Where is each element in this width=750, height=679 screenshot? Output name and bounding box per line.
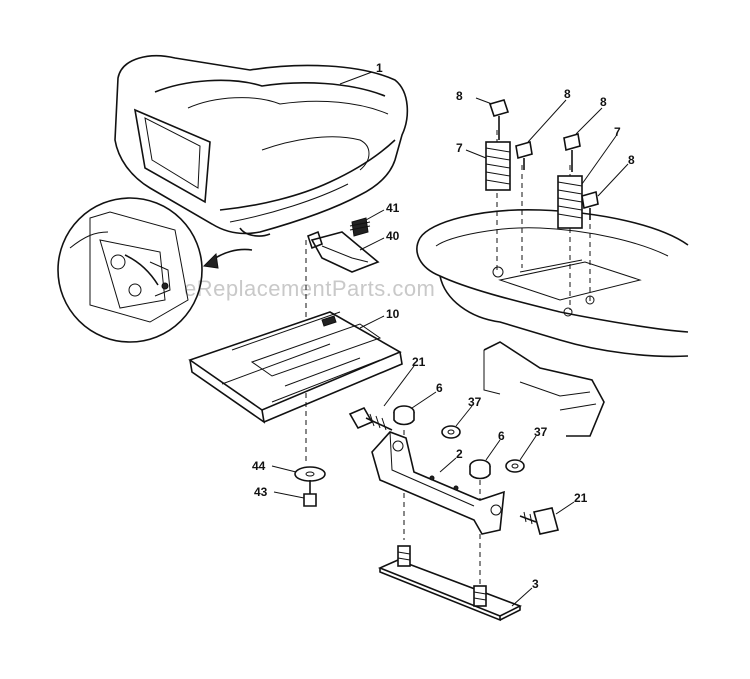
callout-8: 8 [628, 153, 635, 167]
nut-part-6-right[interactable] [469, 459, 491, 480]
bolt-part-8[interactable] [515, 140, 533, 170]
callout-8: 8 [600, 95, 607, 109]
callout-3: 3 [532, 577, 539, 591]
callout-10: 10 [386, 307, 400, 321]
bolt-part-8[interactable] [563, 132, 581, 172]
callout-21: 21 [412, 355, 426, 369]
stud-right [473, 585, 487, 607]
callout-40: 40 [386, 229, 400, 243]
callout-37: 37 [534, 425, 548, 439]
callout-8: 8 [456, 89, 463, 103]
washer-part-37-right[interactable] [505, 459, 525, 473]
callout-7: 7 [614, 125, 621, 139]
spring-part-41[interactable] [349, 217, 371, 237]
bolt-part-8[interactable] [488, 99, 510, 140]
leader-lines [271, 71, 629, 607]
callout-41: 41 [386, 201, 400, 215]
callout-21: 21 [574, 491, 588, 505]
base-plate-part-3[interactable] [377, 545, 522, 622]
seat-pan-part-10[interactable] [188, 311, 403, 424]
callout-6: 6 [498, 429, 505, 443]
callout-43: 43 [254, 485, 268, 499]
spring-part-7-right[interactable] [557, 175, 583, 229]
bolt-part-8[interactable] [581, 190, 599, 220]
tractor-frame [416, 209, 689, 437]
bolt-part-21-right[interactable] [519, 507, 559, 535]
callout-7: 7 [456, 141, 463, 155]
callout-2: 2 [456, 447, 463, 461]
washer-part-37-left[interactable] [441, 425, 461, 439]
callout-6: 6 [436, 381, 443, 395]
nut-part-6-left[interactable] [393, 405, 415, 426]
inset-detail-view [57, 197, 253, 343]
callout-labels: 1 8 8 8 8 7 7 41 40 10 21 6 37 6 37 2 44… [252, 61, 635, 591]
callout-44: 44 [252, 459, 266, 473]
stud-left [397, 545, 411, 567]
spring-part-7-left[interactable] [485, 141, 511, 191]
bolt-part-21-left[interactable] [348, 406, 393, 431]
washer-part-44[interactable] [294, 466, 326, 482]
bolt-part-43[interactable] [303, 480, 317, 507]
callout-37: 37 [468, 395, 482, 409]
seat-part-1[interactable] [114, 55, 409, 237]
mounting-bracket-part-2[interactable] [371, 431, 505, 535]
hinge-bracket-part-40[interactable] [307, 230, 380, 273]
callout-8: 8 [564, 87, 571, 101]
watermark: eReplacementParts.com [184, 276, 435, 301]
callout-1: 1 [376, 61, 383, 75]
